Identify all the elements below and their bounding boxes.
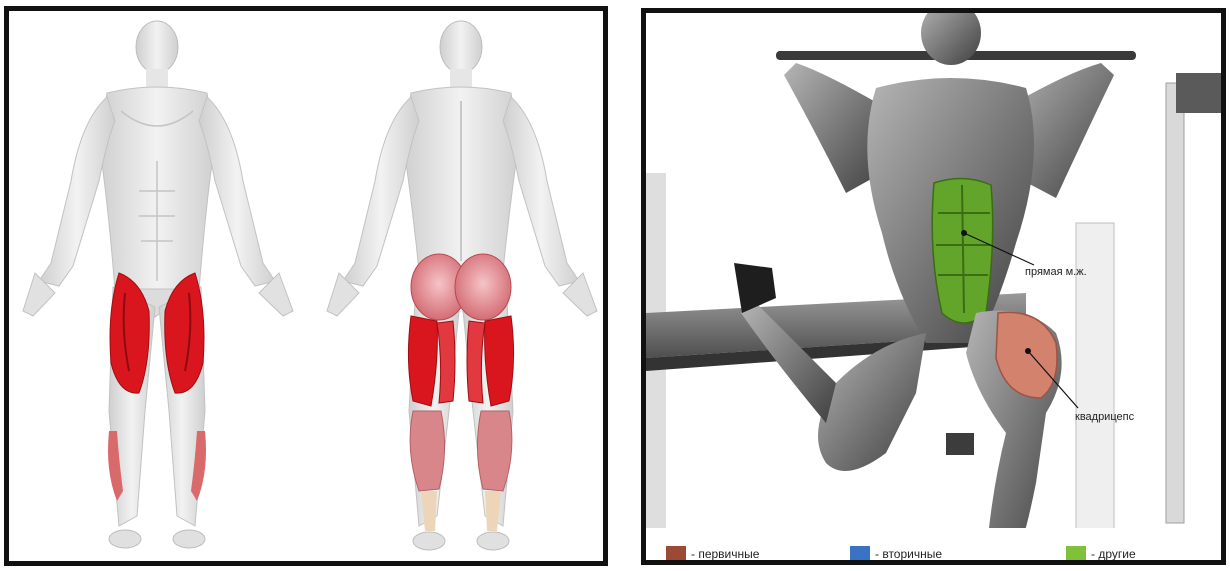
primary-swatch: [666, 546, 686, 561]
abs-label: прямая м.ж.: [1025, 266, 1087, 278]
lunge-figure: [734, 13, 1114, 560]
exercise-panel: прямая м.ж. квадрицепс - первичные - вто…: [641, 8, 1226, 565]
legend-other-label: - другие: [1091, 547, 1136, 561]
anatomy-panel: [4, 6, 608, 566]
lunge-illustration: [646, 13, 1221, 560]
rear-shoe: [734, 263, 776, 313]
anatomy-illustration: [9, 11, 603, 561]
legend-primary: - первичные: [666, 546, 759, 561]
quad-label: квадрицепс: [1075, 411, 1134, 423]
front-body-figure: [23, 21, 293, 548]
legend-primary-label: - первичные: [691, 547, 759, 561]
other-swatch: [1066, 546, 1086, 561]
legend-secondary-label: - вторичные: [875, 547, 942, 561]
legend-secondary: - вторичные: [850, 546, 942, 561]
back-body-figure: [327, 21, 597, 550]
secondary-swatch: [850, 546, 870, 561]
legend-other: - другие: [1066, 546, 1136, 561]
